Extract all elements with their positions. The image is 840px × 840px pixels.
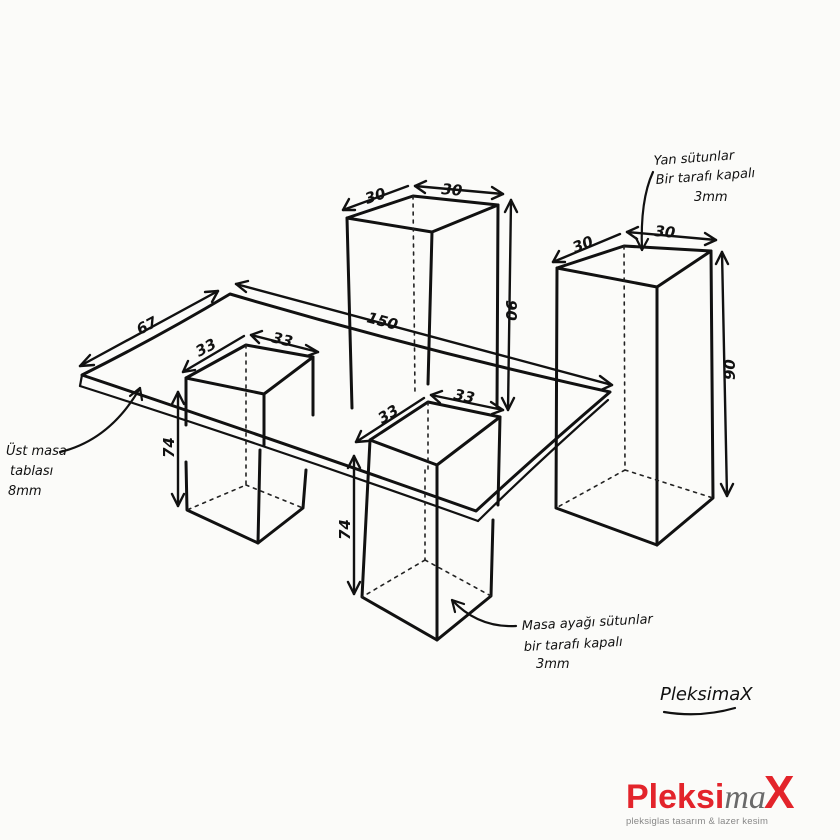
dim-tall-middle-width: 30 <box>363 184 388 208</box>
dim-tall-right-depth: 30 <box>654 222 676 242</box>
note-tabletop-line1: Üst masa <box>6 442 67 459</box>
note-tabletop-line3: 8mm <box>8 484 42 499</box>
logo-tagline: pleksiglas tasarım & lazer kesim <box>626 816 768 827</box>
tall-middle-column <box>345 194 500 410</box>
note-leg-columns-line3: 3mm <box>536 657 570 672</box>
dim-tall-middle-height: 90 <box>502 300 520 321</box>
dim-front-leg-height: 74 <box>336 519 354 540</box>
note-leg-columns-line2: bir tarafı kapalı <box>523 635 623 655</box>
front-leg <box>360 400 502 642</box>
dimension-lines <box>78 179 735 596</box>
logo-part-pleksi: Pleksi <box>626 778 724 816</box>
handwritten-signature: PleksimaX <box>660 684 753 716</box>
signature-text: PleksimaX <box>660 684 753 705</box>
dim-left-leg-height: 74 <box>160 437 178 458</box>
dim-left-leg-width: 33 <box>192 335 219 361</box>
logo-part-ma: ma <box>724 779 766 816</box>
note-tabletop: Üst masa tablası 8mm <box>6 442 67 499</box>
dim-tall-middle-depth: 30 <box>441 180 463 200</box>
note-tabletop-line2: tablası <box>10 464 54 479</box>
left-leg <box>184 343 315 545</box>
brand-logo: PleksimaX pleksiglas tasarım & lazer kes… <box>626 766 795 827</box>
dim-tall-right-height: 90 <box>721 359 739 380</box>
dim-front-leg-depth: 33 <box>452 385 476 407</box>
note-side-columns-line3: 3mm <box>694 190 728 205</box>
note-leg-columns-line1: Masa ayağı sütunlar <box>521 612 654 634</box>
note-side-columns: Yan sütunlar Bir tarafı kapalı 3mm <box>653 148 756 205</box>
note-side-columns-line1: Yan sütunlar <box>653 148 736 169</box>
note-side-columns-line2: Bir tarafı kapalı <box>655 166 756 188</box>
note-leaders <box>58 170 655 628</box>
logo-part-x: X <box>764 766 795 818</box>
dim-left-leg-depth: 33 <box>270 328 295 351</box>
tall-right-column <box>554 244 715 547</box>
dim-tabletop-length: 150 <box>365 308 400 333</box>
logo-wordmark: PleksimaX <box>626 766 795 818</box>
note-leg-columns: Masa ayağı sütunlar bir tarafı kapalı 3m… <box>521 612 654 672</box>
